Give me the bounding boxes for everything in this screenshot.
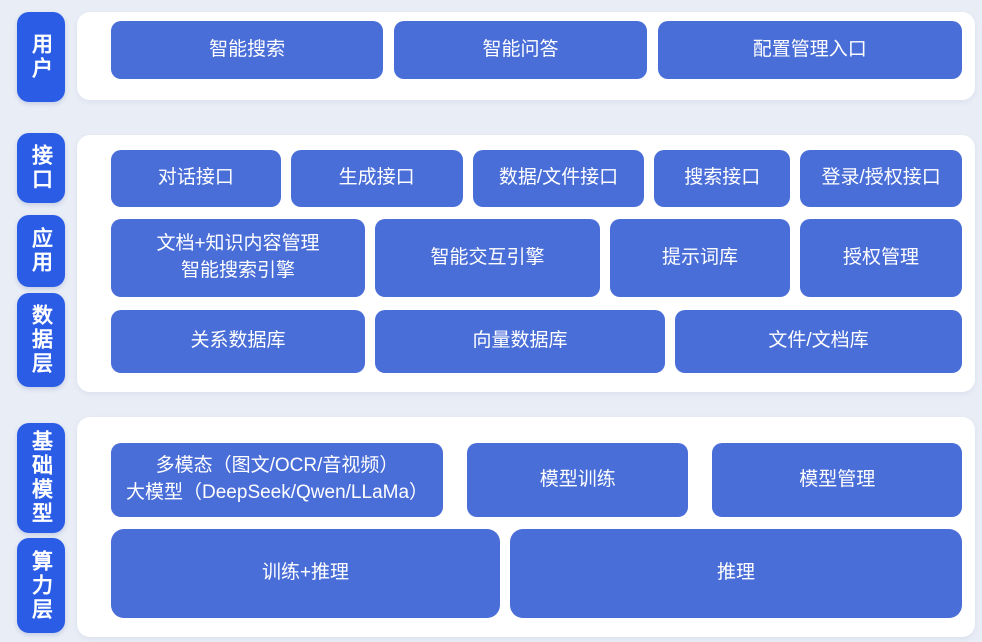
node-smart-search: 智能搜索: [111, 21, 384, 79]
layer-label-application: 应用: [17, 215, 65, 287]
node-smart-qa: 智能问答: [394, 21, 647, 79]
layer-label-foundation-model: 基础模型: [17, 423, 65, 533]
node-model-training: 模型训练: [467, 443, 689, 517]
layer-label-data-layer: 数据层: [17, 293, 65, 387]
layer-label-user: 用户: [17, 12, 65, 102]
node-training-plus-inference: 训练+推理: [111, 529, 500, 618]
bottom-section-panel: 多模态（图文/OCR/音视频） 大模型（DeepSeek/Qwen/LLaMa）…: [77, 417, 975, 637]
node-dialog-api: 对话接口: [111, 150, 281, 207]
compute-row: 训练+推理 推理: [111, 529, 962, 618]
node-authorization-management: 授权管理: [800, 219, 962, 297]
node-inference: 推理: [510, 529, 962, 618]
layer-label-foundation-model-text: 基础模型: [29, 430, 53, 526]
middle-section-panel: 对话接口 生成接口 数据/文件接口 搜索接口 登录/授权接口 文档+知识内容管理…: [77, 135, 975, 392]
data-row: 关系数据库 向量数据库 文件/文档库: [111, 310, 962, 373]
layer-label-application-text: 应用: [29, 227, 53, 275]
user-section-panel: 智能搜索 智能问答 配置管理入口: [77, 12, 975, 100]
node-vector-db: 向量数据库: [375, 310, 665, 373]
node-model-management: 模型管理: [712, 443, 962, 517]
layer-label-user-text: 用户: [29, 33, 53, 81]
node-multimodal-llm: 多模态（图文/OCR/音视频） 大模型（DeepSeek/Qwen/LLaMa）: [111, 443, 444, 517]
node-file-document-store: 文件/文档库: [675, 310, 962, 373]
layer-label-compute-layer-text: 算力层: [29, 549, 53, 622]
layer-label-compute-layer: 算力层: [17, 538, 65, 633]
node-generation-api: 生成接口: [290, 150, 463, 207]
node-login-auth-api: 登录/授权接口: [800, 150, 962, 207]
layer-label-interface-text: 接口: [29, 144, 53, 192]
node-prompt-library: 提示词库: [610, 219, 790, 297]
foundation-model-row: 多模态（图文/OCR/音视频） 大模型（DeepSeek/Qwen/LLaMa）…: [111, 443, 962, 517]
layer-label-data-layer-text: 数据层: [29, 304, 53, 376]
node-data-file-api: 数据/文件接口: [472, 150, 645, 207]
interface-row: 对话接口 生成接口 数据/文件接口 搜索接口 登录/授权接口: [111, 150, 962, 207]
layer-label-interface: 接口: [17, 133, 65, 203]
node-relational-db: 关系数据库: [111, 310, 365, 373]
node-doc-knowledge-search-engine: 文档+知识内容管理 智能搜索引擎: [111, 219, 365, 297]
application-row: 文档+知识内容管理 智能搜索引擎 智能交互引擎 提示词库 授权管理: [111, 219, 962, 297]
node-search-api: 搜索接口: [654, 150, 791, 207]
node-intelligent-interaction-engine: 智能交互引擎: [375, 219, 600, 297]
node-config-management-entry: 配置管理入口: [657, 21, 962, 79]
user-row: 智能搜索 智能问答 配置管理入口: [111, 21, 962, 79]
